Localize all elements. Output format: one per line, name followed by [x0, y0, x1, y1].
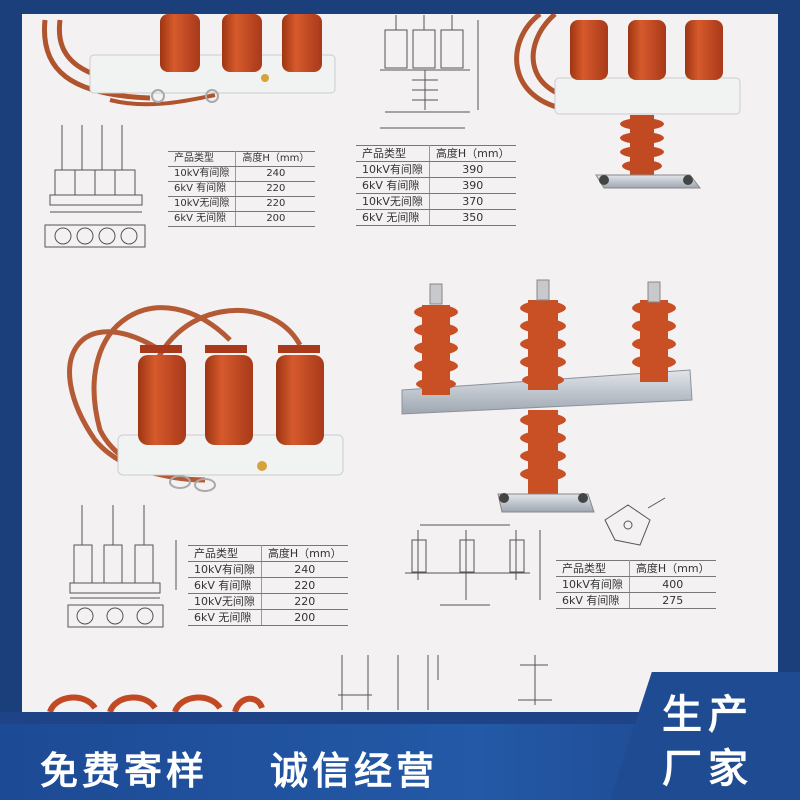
badge-line-2: 厂家	[662, 746, 754, 792]
cell-height: 240	[261, 561, 348, 578]
table-header-height: 高度H（mm）	[235, 151, 316, 167]
cell-height: 240	[235, 166, 316, 182]
cell-type: 10kV无间隙	[188, 593, 262, 610]
table-header-type: 产品类型	[556, 560, 630, 577]
cell-type: 10kV无间隙	[356, 193, 430, 210]
badge-line-1: 生产	[662, 692, 754, 738]
cell-type: 6kV 有间隙	[356, 177, 430, 194]
drawing-2	[380, 15, 479, 129]
arrester-photo-top-right	[514, 11, 741, 189]
cell-height: 275	[629, 592, 716, 609]
table-header-type: 产品类型	[188, 545, 262, 562]
cell-height: 400	[629, 576, 716, 593]
cell-type: 10kV有间隙	[168, 166, 237, 182]
arrester-photo-top-left	[41, 14, 336, 107]
cell-type: 6kV 有间隙	[556, 592, 630, 609]
cell-type: 6kV 无间隙	[168, 211, 237, 227]
drawing-4	[405, 497, 666, 606]
cell-height: 350	[429, 209, 516, 226]
cell-height: 220	[261, 593, 348, 610]
cell-height: 200	[235, 211, 316, 227]
drawing-3	[67, 505, 177, 628]
table-header-height: 高度H（mm）	[261, 545, 348, 562]
cell-height: 390	[429, 177, 516, 194]
cell-type: 6kV 有间隙	[168, 181, 237, 197]
bottom-drawings	[338, 655, 552, 710]
arrester-photo-middle-left	[67, 305, 344, 492]
cell-type: 10kV无间隙	[168, 196, 237, 212]
bottom-arrester-photo	[47, 694, 265, 714]
arrester-photo-middle-right	[401, 279, 693, 513]
cell-height: 220	[235, 181, 316, 197]
cell-height: 370	[429, 193, 516, 210]
table-header-height: 高度H（mm）	[629, 560, 716, 577]
free-sample-text: 免费寄样	[40, 749, 209, 793]
cell-type: 10kV有间隙	[556, 576, 630, 593]
cell-type: 6kV 无间隙	[188, 609, 262, 626]
integrity-text: 诚信经营	[270, 749, 439, 793]
cell-height: 390	[429, 161, 516, 178]
drawing-1	[44, 125, 146, 248]
cell-type: 10kV有间隙	[356, 161, 430, 178]
cell-type: 10kV有间隙	[188, 561, 262, 578]
cell-height: 200	[261, 609, 348, 626]
cell-height: 220	[261, 577, 348, 594]
cell-type: 6kV 无间隙	[356, 209, 430, 226]
table-header-type: 产品类型	[168, 151, 237, 167]
cell-height: 220	[235, 196, 316, 212]
cell-type: 6kV 有间隙	[188, 577, 262, 594]
table-header-height: 高度H（mm）	[429, 145, 516, 162]
table-header-type: 产品类型	[356, 145, 430, 162]
